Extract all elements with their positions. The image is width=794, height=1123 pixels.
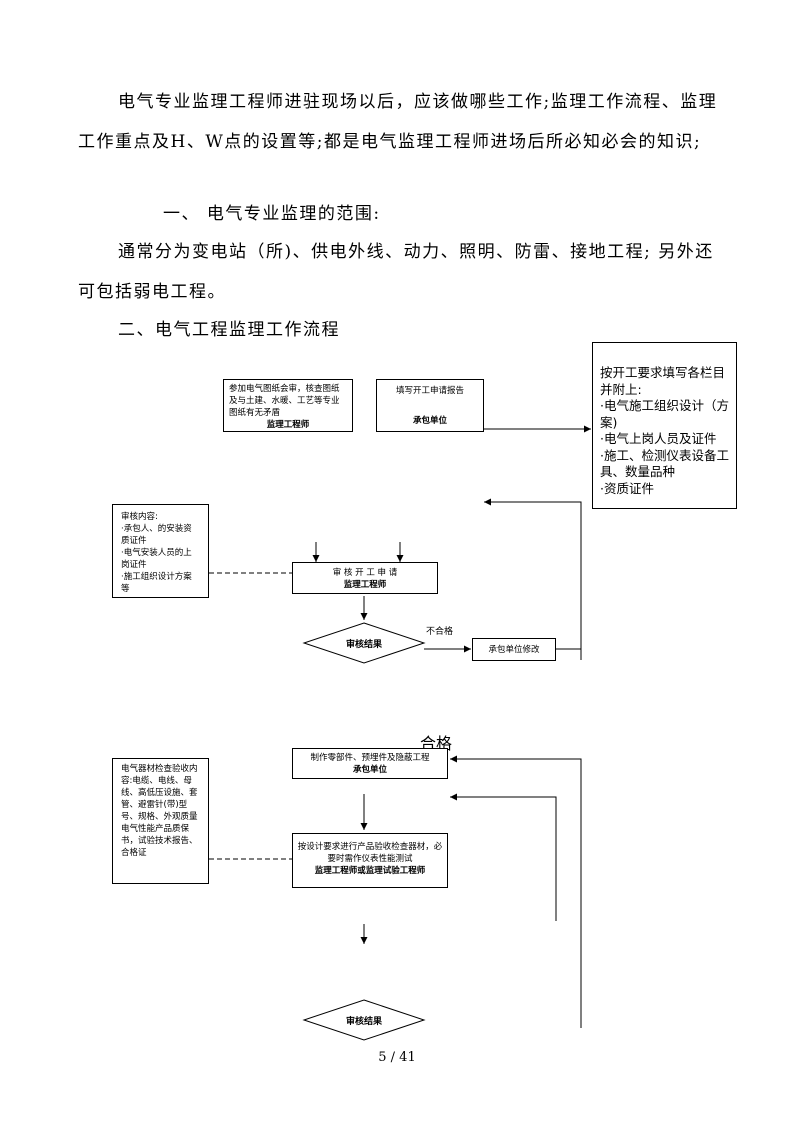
diamond1: 审核结果 (304, 637, 424, 651)
box-review-drawings: 参加电气图纸会审，核查图纸及与土建、水暖、工艺等专业图纸有无矛盾 监理工程师 (223, 379, 353, 432)
section1-body: 通常分为变电站（所)、供电外线、动力、照明、防雷、接地工程; 另外还可包括弱电工… (78, 242, 714, 302)
box-fill-report: 填写开工申请报告 承包单位 (376, 379, 484, 432)
label-fail: 不合格 (426, 627, 454, 637)
review-content-item: ·承包人、的安装资质证件 (121, 524, 192, 546)
box-review-drawings-role: 监理工程师 (266, 420, 310, 430)
box-review-content-title: 审核内容: (121, 512, 158, 522)
box-contractor-fix: 承包单位修改 (472, 638, 556, 661)
box-prefab-text: 制作零部件、预埋件及隐蔽工程 (310, 753, 430, 763)
diamond2-label: 审核结果 (345, 1017, 382, 1027)
box-attachments: 按开工要求填写各栏目并附上: ·电气施工组织设计（方案) ·电气上岗人员及证件 … (592, 342, 737, 509)
return-line-upper (484, 498, 582, 660)
attachment-item: ·电气上岗人员及证件 (600, 431, 717, 446)
diamond2-shape (302, 999, 426, 1041)
diamond1-label: 审核结果 (345, 640, 382, 650)
box-review-start: 审 核 开 工 申 请 监理工程师 (292, 562, 438, 594)
attachment-item: ·电气施工组织设计（方案) (600, 398, 729, 430)
review-content-item: ·施工组织设计方案等 (121, 572, 192, 594)
intro-paragraph: 电气专业监理工程师进驻现场以后，应该做哪些工作;监理工作流程、监理工作重点及H、… (78, 92, 718, 152)
box-acceptance-text: 按设计要求进行产品验收检查器材，必要时需作仪表性能测试 (297, 842, 443, 864)
section2-heading: 二、电气工程监理工作流程 (118, 320, 340, 340)
attachment-item: ·资质证件 (600, 480, 654, 496)
box-fill-report-role: 承包单位 (412, 416, 447, 426)
box-review-start-role: 监理工程师 (343, 580, 387, 590)
box-acceptance: 按设计要求进行产品验收检查器材，必要时需作仪表性能测试 监理工程师或监理试验工程… (292, 833, 448, 888)
box-fill-report-text: 填写开工申请报告 (395, 386, 464, 396)
box-review-content: 审核内容: ·承包人、的安装资质证件 ·电气安装人员的上岗证件 ·施工组织设计方… (112, 504, 209, 598)
section1-heading: 一、 电气专业监理的范围: (163, 204, 381, 224)
page-number: 5 / 41 (378, 1050, 416, 1065)
box-prefab-role: 承包单位 (352, 765, 387, 775)
box-review-start-text: 审 核 开 工 申 请 (332, 568, 398, 578)
box-review-drawings-text: 参加电气图纸会审，核查图纸及与土建、水暖、工艺等专业图纸有无矛盾 (229, 384, 340, 418)
return-line-lower-outer (450, 755, 582, 1028)
box-material-check: 电气器材检查验收内容:电缆、电线、母线、高低压设施、套管、避雷针(带)型号、规格… (112, 758, 209, 884)
box-acceptance-role: 监理工程师或监理试验工程师 (314, 866, 426, 876)
return-line-lower-inner (450, 793, 557, 921)
diamond1-shape (302, 622, 426, 664)
review-content-item: ·电气安装人员的上岗证件 (121, 548, 192, 570)
attachment-item: ·施工、检测仪表设备工具、数量品种 (600, 447, 729, 480)
box-material-check-text: 电气器材检查验收内容:电缆、电线、母线、高低压设施、套管、避雷针(带)型号、规格… (121, 764, 198, 858)
box-attachments-title: 按开工要求填写各栏目并附上: (600, 365, 726, 397)
box-contractor-fix-text: 承包单位修改 (488, 645, 540, 655)
diamond2: 审核结果 (304, 1014, 424, 1028)
box-prefab: 制作零部件、预埋件及隐蔽工程 承包单位 (292, 748, 448, 779)
